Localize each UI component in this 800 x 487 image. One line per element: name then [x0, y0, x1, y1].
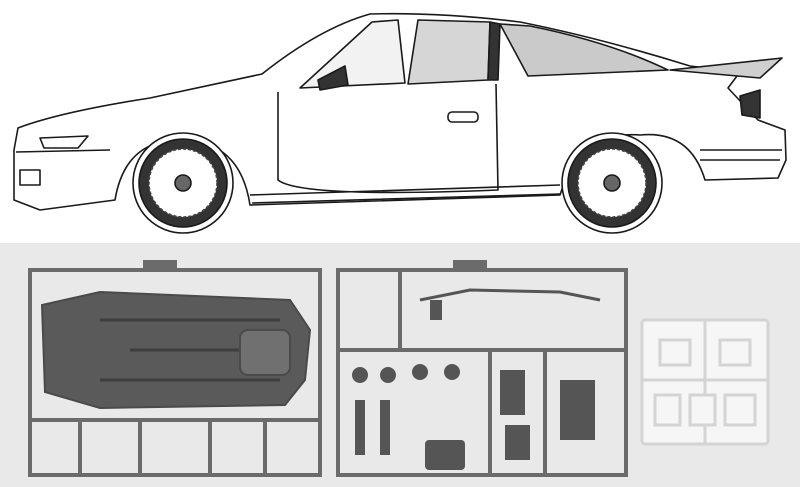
car-line-drawing	[0, 0, 800, 243]
kit-parts-photo	[0, 243, 800, 487]
clear-parts-runner	[640, 318, 770, 446]
front-wheel	[132, 132, 234, 234]
car-mirror	[317, 65, 349, 91]
rear-wheel	[561, 132, 663, 234]
car-window-quarter	[407, 19, 491, 85]
car-pillar-b	[487, 21, 501, 81]
parts-runner	[336, 260, 628, 477]
car-door-handle	[447, 111, 479, 123]
chassis-runner	[28, 260, 322, 477]
car-window-front	[299, 19, 406, 89]
car-window-rear	[499, 23, 669, 77]
